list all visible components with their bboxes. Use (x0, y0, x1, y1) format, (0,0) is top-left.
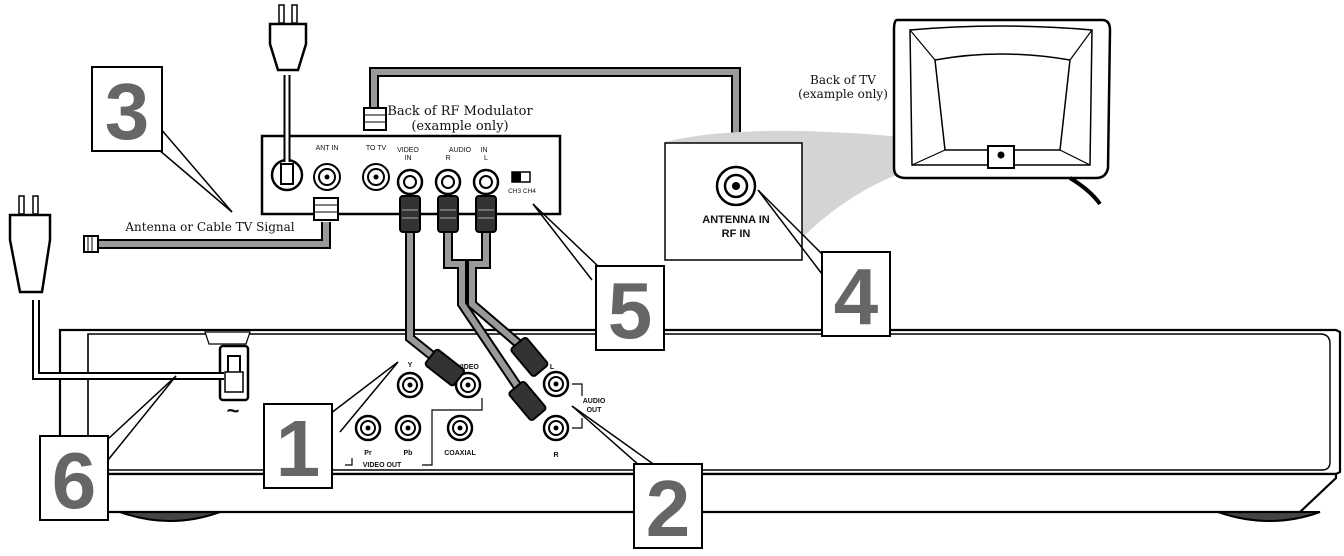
step-1-callout: 1 (263, 361, 399, 493)
audio-r-in-jack[interactable] (434, 168, 462, 196)
audio-l-label: L (550, 364, 555, 371)
to-tv-jack[interactable] (362, 163, 390, 191)
step-5-callout: 5 (532, 203, 665, 355)
y-jack-label: Y (408, 362, 413, 369)
step-4-number: 4 (834, 252, 879, 341)
coax-connector-antenna (83, 235, 99, 253)
video-jack-label: VIDEO (457, 364, 479, 371)
audio-in-label: AUDIO (449, 147, 472, 154)
cables (32, 67, 741, 399)
audio-r-in-label: R (445, 155, 450, 162)
audio-l-in-label: L (484, 155, 488, 162)
coax-connector-to-tv (363, 107, 387, 131)
ch-switch-label: CH3 CH4 (508, 188, 536, 195)
video-in-jack[interactable] (396, 168, 424, 196)
rca-plug-video-in (399, 195, 421, 233)
rca-plug-audio-r-in (437, 195, 459, 233)
audio-out-label-2: OUT (587, 407, 603, 414)
rf-modulator-title-1: Back of RF Modulator (387, 104, 533, 119)
step-6-number: 6 (52, 436, 97, 525)
tv-title-1: Back of TV (810, 73, 876, 87)
coaxial-jack-label: COAXIAL (444, 450, 476, 457)
step-5-number: 5 (608, 266, 653, 355)
in-label: IN (481, 147, 488, 154)
video-in-label-2: IN (405, 155, 412, 162)
channel-switch[interactable] (511, 171, 531, 183)
step-3-callout: 3 (91, 66, 233, 213)
rca-plug-video-out (424, 348, 465, 387)
audio-r-label: R (553, 452, 558, 459)
to-tv-label: TO TV (366, 145, 387, 152)
step-4-callout: 4 (757, 189, 891, 341)
ant-in-jack[interactable] (313, 163, 341, 191)
audio-l-in-jack[interactable] (472, 168, 500, 196)
rf-modulator-title-2: (example only) (411, 119, 508, 134)
rca-plug-audio-r-out (508, 380, 547, 421)
power-socket[interactable]: ~ (218, 344, 250, 423)
step-1-number: 1 (276, 404, 321, 493)
step-6-callout: 6 (39, 375, 177, 525)
ac-plug-top (268, 4, 308, 72)
rca-plug-audio-l-out (510, 336, 549, 377)
tv-title-2: (example only) (798, 87, 888, 101)
coax-connector-ant-in (313, 197, 339, 221)
rf-in-label: RF IN (722, 228, 751, 240)
rf-in-callout: ANTENNA IN RF IN (664, 142, 803, 261)
ac-plug-left (8, 195, 52, 294)
antenna-signal-label: Antenna or Cable TV Signal (124, 220, 294, 234)
step-3-number: 3 (105, 67, 150, 156)
rca-plug-audio-l-in (475, 195, 497, 233)
antenna-in-label: ANTENNA IN (702, 214, 769, 226)
power-symbol-label: ~ (227, 398, 240, 423)
video-out-label: VIDEO OUT (363, 462, 402, 469)
step-2-number: 2 (646, 464, 691, 553)
audio-out-jacks: AUDIO OUT R (542, 370, 606, 459)
video-out-jacks: Y VIDEO Pr Pb VIDEO OUT COAXIAL (345, 362, 483, 469)
tv-antenna-in-jack[interactable] (715, 165, 757, 207)
audio-out-label-1: AUDIO (583, 398, 606, 405)
pr-jack-label: Pr (364, 450, 372, 457)
ant-in-label: ANT IN (316, 145, 339, 152)
pb-jack-label: Pb (404, 450, 413, 457)
step-2-callout: 2 (571, 405, 703, 553)
video-in-label-1: VIDEO (397, 147, 419, 154)
